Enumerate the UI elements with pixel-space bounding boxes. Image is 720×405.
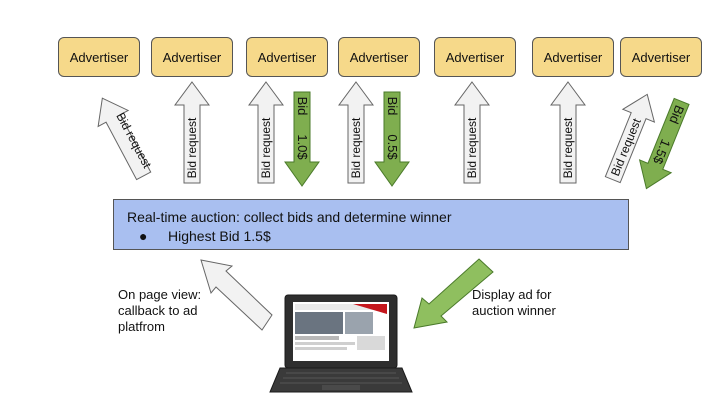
callback-note-line: On page view:	[118, 287, 202, 302]
bid-label: Bid	[666, 103, 687, 126]
laptop-icon	[269, 294, 413, 393]
bid-request-arrow: Bid request	[174, 81, 210, 184]
bid-value: 1.0$	[295, 134, 310, 160]
advertiser-box: Advertiser	[620, 37, 702, 77]
bid-arrow: Bid 1.0$	[284, 91, 320, 187]
highest-bid-text: Highest Bid 1.5$	[168, 228, 271, 244]
callback-arrow	[200, 259, 273, 331]
advertiser-box: Advertiser	[246, 37, 328, 77]
advertiser-box: Advertiser	[58, 37, 140, 77]
bid-value: 0.5$	[385, 134, 400, 160]
bid-request-label: Bid request	[349, 117, 363, 178]
bid-label: Bid	[385, 97, 400, 116]
bid-label: Bid	[295, 97, 310, 116]
bid-arrow: Bid 1.5$	[638, 97, 690, 190]
bid-request-label: Bid request	[185, 117, 199, 178]
display-note: Display ad for auction winner	[472, 287, 556, 319]
advertiser-box: Advertiser	[434, 37, 516, 77]
display-ad-arrow	[413, 258, 494, 329]
bid-request-arrow: Bid request	[97, 97, 155, 181]
advertiser-box: Advertiser	[532, 37, 614, 77]
bullet-icon: ●	[139, 228, 148, 244]
bid-request-label: Bid request	[465, 117, 479, 178]
bid-request-arrow: Bid request	[454, 81, 490, 184]
advertiser-box: Advertiser	[338, 37, 420, 77]
auction-title: Real-time auction: collect bids and dete…	[127, 209, 452, 225]
callback-note-line: platfrom	[118, 319, 165, 334]
bid-request-arrow: Bid request	[248, 81, 284, 184]
auction-box: Real-time auction: collect bids and dete…	[113, 199, 629, 250]
advertiser-box: Advertiser	[151, 37, 233, 77]
bid-request-arrow: Bid request	[550, 81, 586, 184]
bid-request-arrow: Bid request	[338, 81, 374, 184]
bid-request-label: Bid request	[259, 117, 273, 178]
callback-note-line: callback to ad	[118, 303, 198, 318]
callback-note: On page view: callback to ad platfrom	[118, 287, 201, 335]
display-note-line: Display ad for	[472, 287, 552, 302]
auction-bullet-item: ● Highest Bid 1.5$	[139, 228, 271, 244]
bid-arrow: Bid 0.5$	[374, 91, 410, 187]
display-note-line: auction winner	[472, 303, 556, 318]
bid-request-label: Bid request	[561, 117, 575, 178]
